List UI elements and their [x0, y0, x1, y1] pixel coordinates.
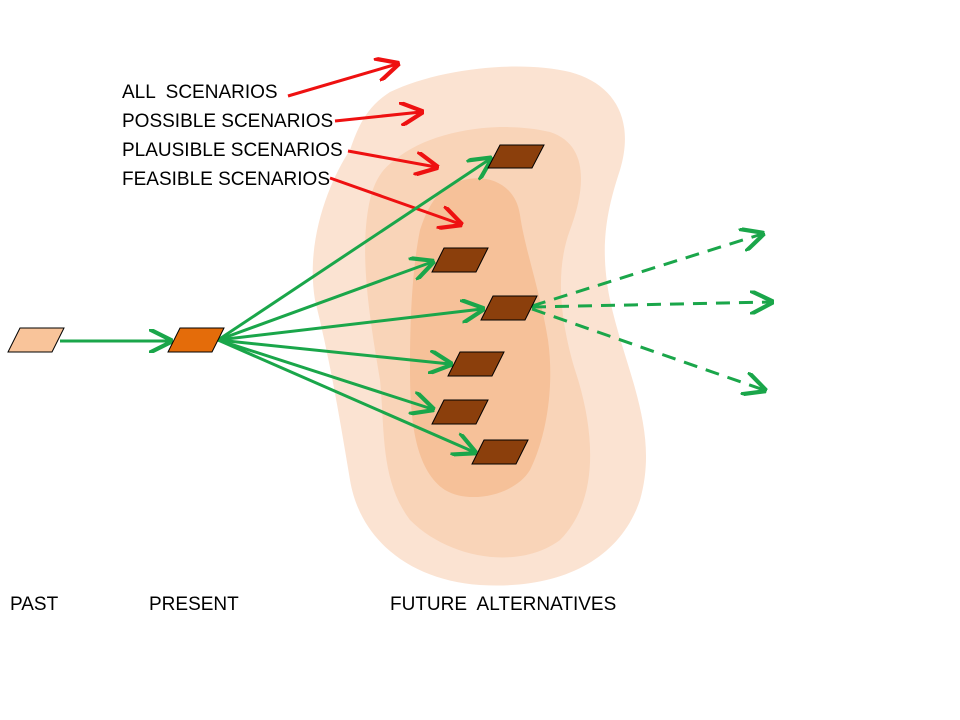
- possible-scenarios-pointer-arrow: [334, 112, 421, 121]
- present-scenario-box: [167, 327, 225, 353]
- plausible-scenarios-pointer-arrow: [347, 149, 436, 167]
- future-arrow-2: [217, 262, 432, 342]
- future-arrow-6: [217, 338, 474, 452]
- future-arrow-4: [217, 338, 450, 364]
- future-alternative-box-2: [431, 247, 489, 273]
- dashed-projection-arrow-upper: [531, 234, 762, 308]
- future-alternative-box-6: [471, 439, 529, 465]
- future-alternative-box-4: [447, 351, 505, 377]
- feasible-scenarios-pointer-arrow: [329, 176, 460, 224]
- label-possible-scenarios: POSSIBLE SCENARIOS: [122, 111, 333, 132]
- future-alternative-box-3: [480, 295, 538, 321]
- all-scenarios-pointer-arrow: [287, 64, 397, 98]
- label-plausible-scenarios: PLAUSIBLE SCENARIOS: [122, 140, 343, 161]
- label-feasible-scenarios: FEASIBLE SCENARIOS: [122, 169, 330, 190]
- label-all-scenarios: ALL SCENARIOS: [122, 82, 278, 103]
- dashed-projection-arrow-lower: [531, 307, 764, 390]
- past-scenario-box: [7, 327, 65, 353]
- label-future-alternatives: FUTURE ALTERNATIVES: [390, 594, 616, 615]
- future-alternative-box-1: [487, 144, 545, 169]
- future-arrow-1: [217, 159, 490, 342]
- future-arrow-3: [217, 309, 482, 342]
- label-present: PRESENT: [149, 594, 239, 615]
- future-arrow-5: [217, 338, 432, 409]
- label-past: PAST: [10, 594, 59, 615]
- dashed-projection-arrow-middle: [531, 302, 771, 307]
- future-alternative-box-5: [431, 399, 489, 425]
